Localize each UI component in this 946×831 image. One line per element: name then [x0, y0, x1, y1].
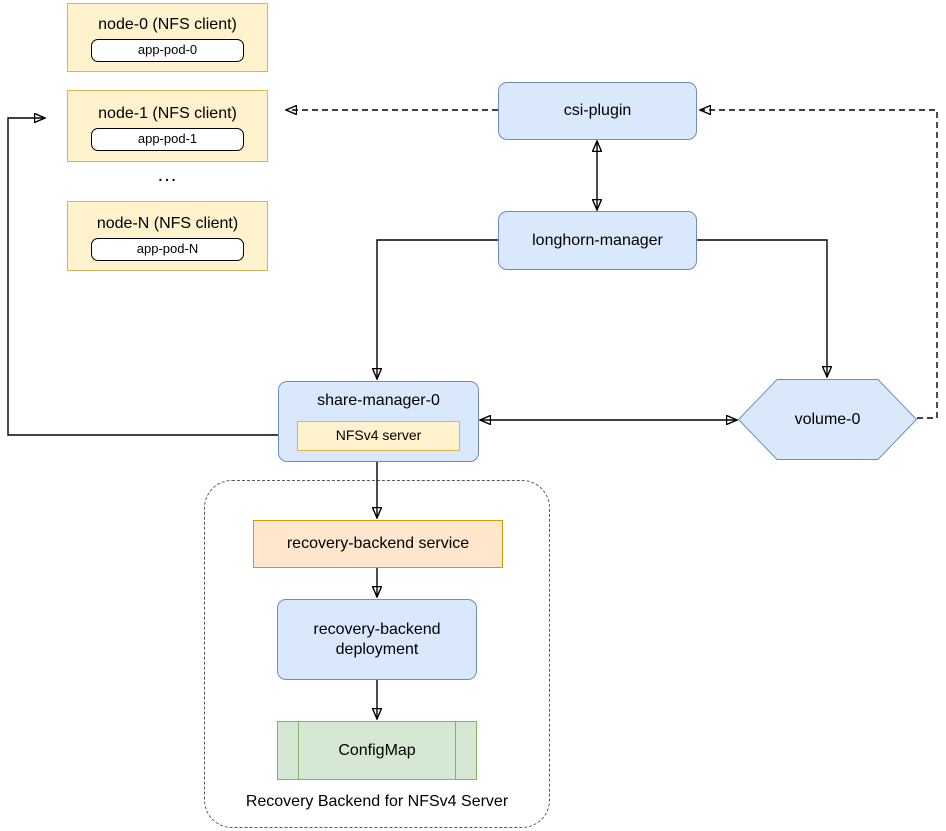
app-pod-label: app-pod-1 — [137, 130, 198, 146]
recovery-backend-service-box: recovery-backend service — [253, 520, 503, 568]
app-pod-box: app-pod-1 — [91, 127, 244, 151]
longhorn-manager-label: longhorn-manager — [532, 231, 663, 249]
edge-longhornmanager-to-sharemanager — [377, 239, 498, 379]
node-label: node-0 (NFS client) — [98, 16, 237, 33]
ellipsis-label: ... — [157, 163, 178, 186]
volume-label: volume-0 — [794, 410, 861, 428]
edge-longhornmanager-to-volume — [697, 239, 827, 377]
node-box-0: node-0 (NFS client) app-pod-0 — [67, 3, 268, 72]
node-box-N: node-N (NFS client) app-pod-N — [67, 201, 268, 271]
csi-plugin-label: csi-plugin — [563, 102, 632, 119]
configmap-box: ConfigMap — [277, 721, 477, 780]
configmap-label: ConfigMap — [338, 741, 416, 759]
node-label: node-N (NFS client) — [96, 214, 239, 232]
recovery-backend-deployment-box: recovery-backend deployment — [277, 599, 477, 680]
edge-sharemanager-to-node1 — [7, 118, 278, 436]
app-pod-label: app-pod-N — [136, 240, 199, 256]
share-manager-label: share-manager-0 — [317, 392, 440, 409]
node-label: node-1 (NFS client) — [98, 104, 237, 122]
configmap-right-bar — [455, 722, 456, 779]
volume-hexagon: volume-0 — [738, 379, 917, 460]
nfsv4-server-label: NFSv4 server — [335, 427, 422, 444]
edge-volume-to-csiplugin-dashed — [700, 110, 938, 419]
hexagon-shape — [738, 379, 917, 460]
app-pod-box: app-pod-0 — [91, 39, 244, 62]
nfsv4-server-box: NFSv4 server — [297, 421, 460, 451]
csi-plugin-box: csi-plugin — [498, 82, 697, 140]
app-pod-box: app-pod-N — [91, 237, 244, 261]
recovery-backend-caption: Recovery Backend for NFSv4 Server — [245, 793, 509, 810]
share-manager-box: share-manager-0 NFSv4 server — [278, 381, 479, 462]
node-box-1: node-1 (NFS client) app-pod-1 — [67, 90, 268, 162]
configmap-left-bar — [298, 722, 299, 779]
app-pod-label: app-pod-0 — [137, 42, 198, 58]
recovery-backend-service-label: recovery-backend service — [286, 535, 470, 552]
recovery-backend-deployment-label: recovery-backend deployment — [313, 620, 441, 658]
longhorn-manager-box: longhorn-manager — [498, 211, 697, 270]
